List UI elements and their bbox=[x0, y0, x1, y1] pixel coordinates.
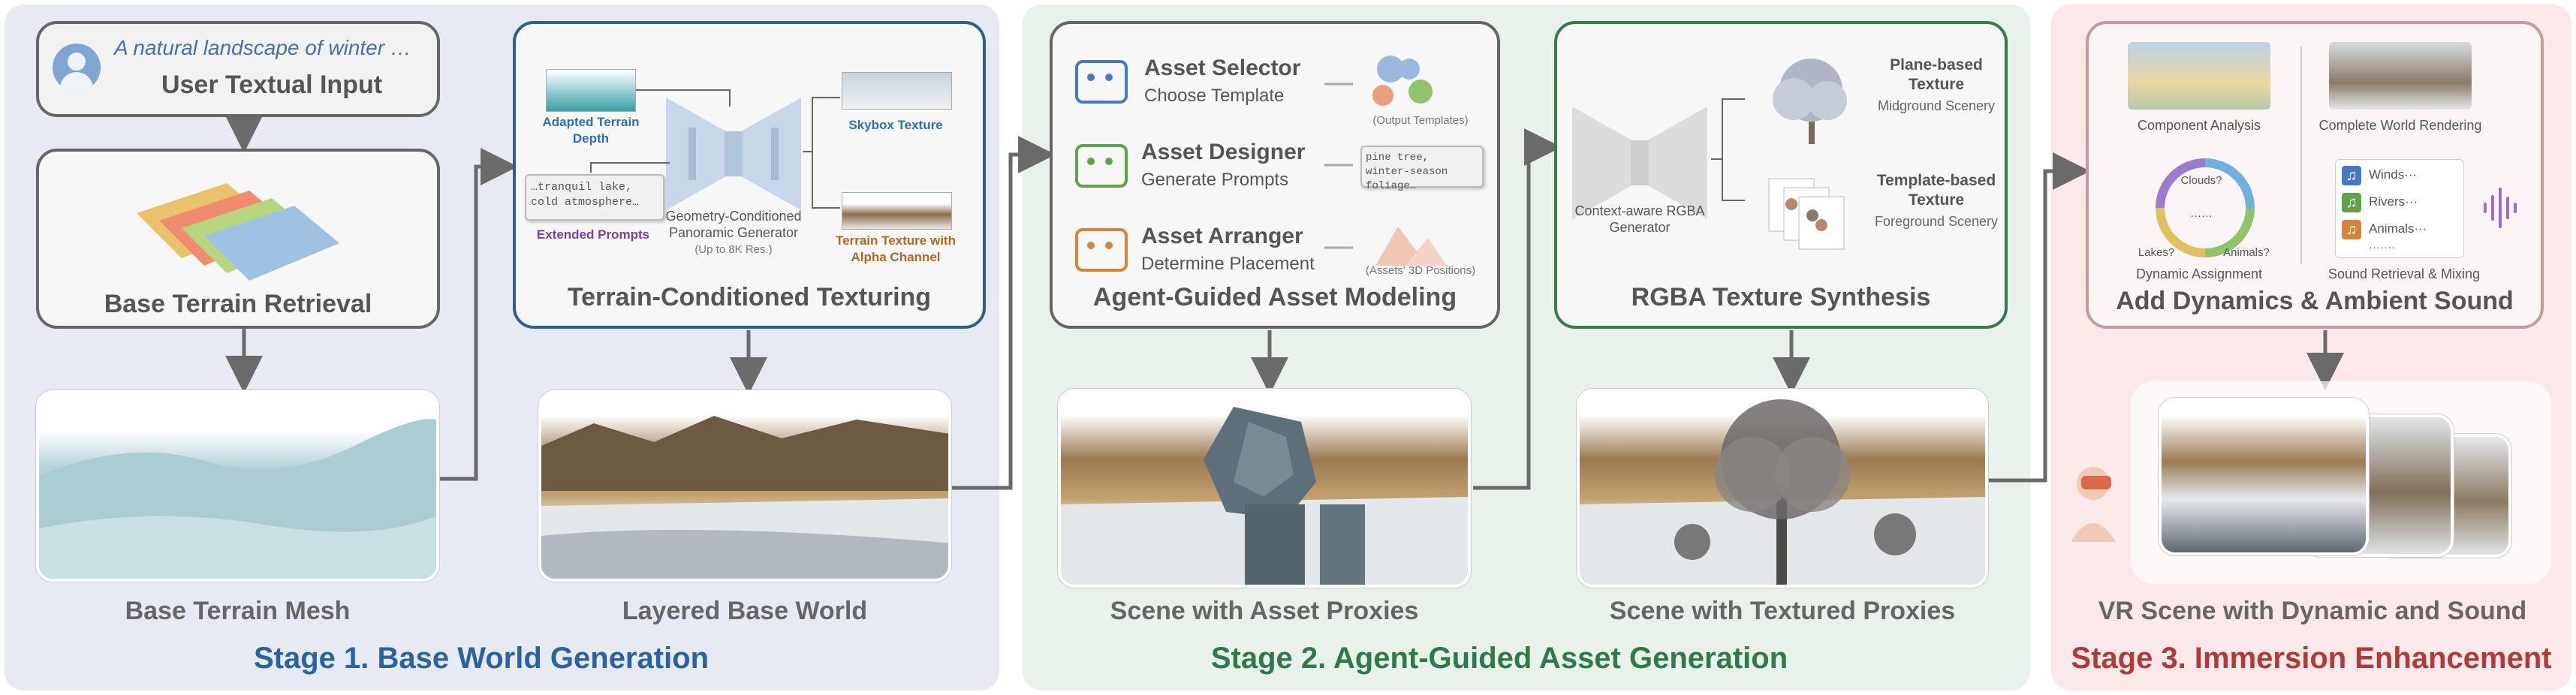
user-prompt-text: A natural landscape of winter … bbox=[114, 36, 411, 59]
rgba-synthesis-card: Context-aware RGBA Generator Plane-based… bbox=[1554, 21, 2008, 329]
plane-texture-label: Plane-based Texture bbox=[1890, 56, 1983, 93]
asset-modeling-title: Agent-Guided Asset Modeling bbox=[1092, 283, 1457, 311]
animals-label: Animals? bbox=[2223, 246, 2270, 259]
music-note-icon: ♫ bbox=[2342, 220, 2361, 239]
agent-output: (Assets' 3D Positions) bbox=[1365, 264, 1476, 277]
dynamic-assignment-label: Dynamic Assignment bbox=[2135, 266, 2263, 281]
scene-asset-proxies-image bbox=[1058, 389, 1471, 588]
texturing-title: Terrain-Conditioned Texturing bbox=[567, 283, 932, 311]
complete-rendering-image bbox=[2329, 42, 2472, 110]
complete-rendering-label: Complete World Rendering bbox=[2318, 118, 2482, 133]
rgba-synthesis-title: RGBA Texture Synthesis bbox=[1631, 283, 1931, 311]
dynamics-sound-title: Add Dynamics & Ambient Sound bbox=[2116, 287, 2514, 315]
scene-textured-proxies-image bbox=[1577, 389, 1988, 588]
vr-scene-caption: VR Scene with Dynamic and Sound bbox=[2098, 597, 2527, 625]
agent-robot-icon bbox=[1075, 144, 1128, 188]
terrain-tiles-image bbox=[137, 183, 339, 281]
terrain-texture-label: Terrain Texture with Alpha Channel bbox=[836, 233, 956, 264]
rgba-arrows bbox=[1711, 59, 1847, 250]
user-input-card: A natural landscape of winter … User Tex… bbox=[36, 21, 440, 117]
sound-wave-icon bbox=[2484, 188, 2517, 228]
texturing-arrows bbox=[590, 89, 840, 209]
base-terrain-mesh-image bbox=[36, 390, 439, 582]
agent-output: (Output Templates) bbox=[1372, 114, 1469, 127]
dynamic-cycle-diagram bbox=[2156, 158, 2255, 257]
vr-scene-image-front bbox=[2159, 398, 2369, 555]
agent-robot-icon bbox=[1075, 228, 1128, 272]
scene-textured-proxies-caption: Scene with Textured Proxies bbox=[1609, 597, 1956, 625]
generator-note: (Up to 8K Res.) bbox=[694, 243, 773, 256]
base-terrain-retrieval-card: Base Terrain Retrieval bbox=[36, 149, 440, 329]
sound-item: Animals··· bbox=[2369, 221, 2427, 236]
clouds-label: Clouds? bbox=[2180, 174, 2222, 187]
asset-modeling-card: Asset Selector Choose Template Asset Des… bbox=[1050, 21, 1500, 329]
agent-name: Asset Designer bbox=[1141, 140, 1306, 164]
avatar bbox=[53, 44, 101, 92]
agent-name: Asset Arranger bbox=[1141, 224, 1303, 248]
component-analysis-label: Component Analysis bbox=[2137, 118, 2261, 133]
terrain-texturing-card: Adapted Terrain Depth …tranquil lake, co… bbox=[513, 21, 986, 329]
agent-task: Choose Template bbox=[1144, 86, 1285, 106]
plane-texture-sub: Midground Scenery bbox=[1877, 98, 1996, 113]
generator-label: Geometry-Conditioned Panoramic Generator bbox=[665, 209, 802, 240]
sound-item: ······· bbox=[2369, 241, 2395, 254]
extended-prompts-label: Extended Prompts bbox=[536, 227, 650, 242]
texture-cards bbox=[1768, 178, 1845, 250]
lakes-label: Lakes? bbox=[2138, 246, 2175, 259]
base-terrain-mesh-caption: Base Terrain Mesh bbox=[125, 597, 351, 625]
template-texture-sub: Foreground Scenery bbox=[1874, 214, 1999, 229]
agent-output-arrows bbox=[1324, 56, 1447, 266]
skybox-label: Skybox Texture bbox=[848, 118, 943, 132]
sound-retrieval-label: Sound Retrieval & Mixing bbox=[2327, 266, 2481, 281]
music-note-icon: ♫ bbox=[2342, 193, 2361, 212]
sound-item: Winds··· bbox=[2369, 167, 2418, 182]
adapted-depth-image bbox=[546, 69, 636, 112]
template-texture-label: Template-based Texture bbox=[1876, 172, 1996, 209]
tree-image bbox=[1773, 59, 1847, 144]
sound-item: Rivers··· bbox=[2369, 194, 2418, 209]
dynamics-sound-card: Component Analysis Complete World Render… bbox=[2086, 21, 2544, 329]
dots-label: …… bbox=[2190, 207, 2213, 220]
stage1-label: Stage 1. Base World Generation bbox=[253, 642, 710, 675]
rgba-generator-label: Context-aware RGBA Generator bbox=[1574, 203, 1705, 235]
user-input-title: User Textual Input bbox=[161, 71, 383, 99]
rgba-generator-icon bbox=[1572, 107, 1707, 219]
base-terrain-retrieval-title: Base Terrain Retrieval bbox=[104, 290, 372, 318]
layered-base-world-image bbox=[538, 390, 951, 582]
divider bbox=[2300, 47, 2302, 264]
designer-output-box: pine tree, winter-season foliage… bbox=[1360, 146, 1484, 192]
adapted-depth-label: Adapted Terrain Depth bbox=[542, 115, 640, 146]
scene-asset-proxies-caption: Scene with Asset Proxies bbox=[1110, 597, 1419, 625]
sound-list: ♫ Winds··· ♫ Rivers··· ♫ Animals··· ····… bbox=[2335, 159, 2464, 258]
panoramic-generator-icon bbox=[666, 98, 801, 210]
component-analysis-image bbox=[2128, 42, 2270, 110]
terrain-texture-image bbox=[842, 192, 952, 230]
agent-robot-icon bbox=[1075, 60, 1128, 104]
agent-name: Asset Selector bbox=[1144, 56, 1301, 80]
layered-base-world-caption: Layered Base World bbox=[622, 597, 868, 625]
music-note-icon: ♫ bbox=[2342, 166, 2361, 185]
stage3-label: Stage 3. Immersion Enhancement bbox=[2071, 642, 2552, 675]
extended-prompts-box: …tranquil lake, cold atmosphere… bbox=[525, 174, 664, 221]
agent-task: Generate Prompts bbox=[1141, 170, 1289, 190]
vr-headset-user-icon bbox=[2071, 467, 2116, 542]
stage2-label: Stage 2. Agent-Guided Asset Generation bbox=[1210, 642, 1788, 675]
agent-task: Determine Placement bbox=[1141, 254, 1315, 274]
skybox-image bbox=[842, 72, 952, 110]
